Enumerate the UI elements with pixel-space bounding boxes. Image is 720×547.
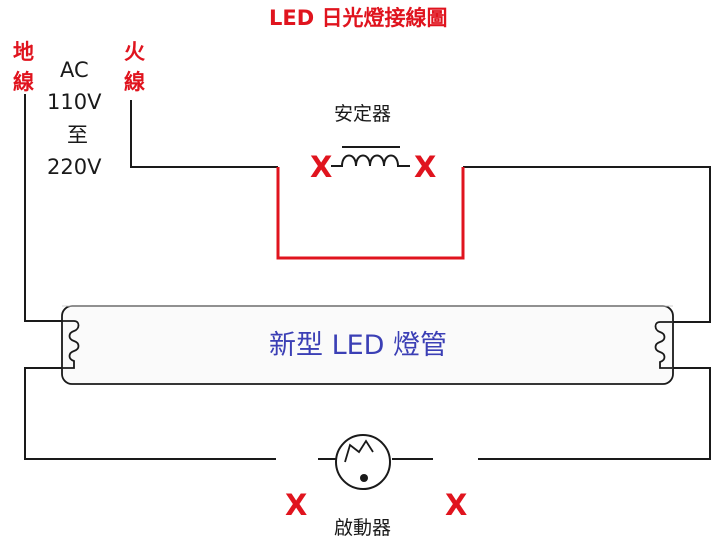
voltage-label-ac: AC — [60, 58, 89, 82]
live-wire-label-2: 線 — [124, 70, 145, 94]
page-title: LED 日光燈接線圖 — [269, 6, 448, 30]
cut-mark-ballast-right: X — [414, 150, 437, 184]
starter-left-wire — [24, 367, 276, 460]
live-wire-label-1: 火 — [124, 40, 145, 64]
led-tube — [61, 305, 674, 385]
left-filament-icon — [62, 320, 80, 369]
ground-wire-label-1: 地 — [13, 40, 34, 64]
ballast-label: 安定器 — [334, 103, 392, 125]
starter-icon — [335, 434, 391, 490]
live-wire — [130, 100, 278, 168]
bypass-wire — [276, 167, 465, 260]
tube-label: 新型 LED 燈管 — [269, 330, 448, 361]
ground-wire-label-2: 線 — [13, 70, 34, 94]
voltage-label-220: 220V — [47, 155, 102, 179]
tube-right-feed — [463, 166, 711, 323]
voltage-label-to: 至 — [67, 123, 88, 147]
starter-right-wire — [478, 367, 711, 460]
cut-mark-starter-right: X — [445, 488, 468, 522]
right-filament-icon — [654, 321, 672, 369]
starter-label: 啟動器 — [334, 517, 392, 539]
circuit-wires — [24, 94, 711, 460]
cut-mark-starter-left: X — [285, 488, 308, 522]
ballast-coil — [331, 146, 410, 167]
ground-wire — [24, 94, 62, 322]
cut-mark-ballast-left: X — [310, 150, 333, 184]
voltage-label-110: 110V — [47, 90, 102, 114]
